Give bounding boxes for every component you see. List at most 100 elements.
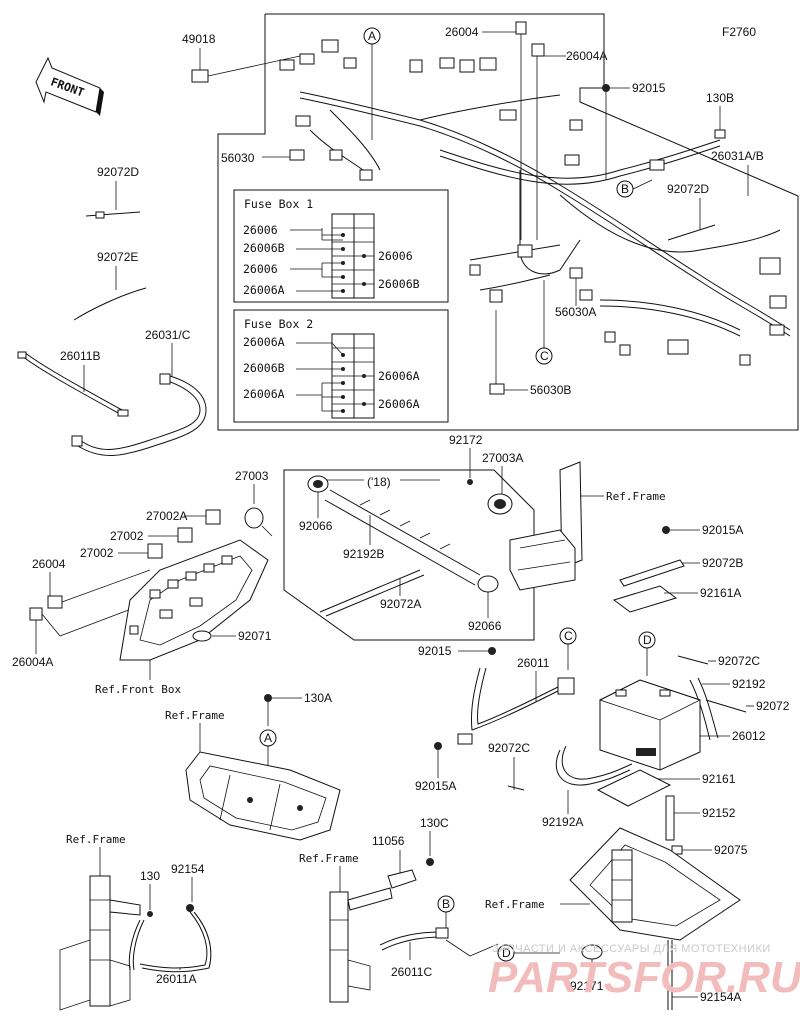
label-27003a: 27003A [482, 451, 523, 515]
label-26004-left: 26004 [32, 557, 151, 609]
svg-text:92071: 92071 [238, 629, 272, 643]
label-92172: 92172 [449, 433, 483, 485]
svg-text:26006B: 26006B [378, 277, 420, 291]
label-27002-1: 27002 [110, 527, 193, 543]
label-92154: 92154 [171, 862, 205, 912]
label-92152: 92152 [665, 795, 736, 841]
grommet-92066-2: 92066 [468, 575, 502, 633]
svg-text:Ref.Frame: Ref.Frame [165, 709, 225, 722]
label-11056: 11056 [372, 834, 417, 889]
svg-text:26011: 26011 [517, 656, 550, 670]
svg-text:92154: 92154 [171, 862, 205, 876]
label-26004-top: 26004 [445, 21, 527, 240]
svg-text:26006: 26006 [243, 223, 278, 237]
label-56030a: 56030A [555, 267, 596, 319]
fuse-box-2: Fuse Box 2 26006A 26006B 26006A 26006A 2… [233, 309, 449, 423]
fuse-box-1: Fuse Box 1 26006 26006B 26006 26006A 260… [233, 189, 449, 303]
svg-text:Ref.Frame: Ref.Frame [66, 833, 126, 846]
svg-text:26006B: 26006B [243, 241, 285, 255]
frame-center [185, 751, 341, 841]
svg-text:26006A: 26006A [378, 369, 420, 383]
label-27003: 27003 [235, 469, 273, 537]
svg-text:56030A: 56030A [555, 305, 596, 319]
svg-text:A: A [368, 29, 376, 43]
label-130c: 130C [420, 816, 449, 866]
svg-text:26011B: 26011B [60, 349, 100, 363]
label-26031c: 26031/C [71, 328, 207, 456]
svg-text:C: C [564, 629, 573, 643]
svg-text:Ref.Front Box: Ref.Front Box [95, 683, 181, 696]
svg-text:27002A: 27002A [146, 509, 187, 523]
svg-text:56030: 56030 [221, 151, 255, 165]
svg-text:92072B: 92072B [702, 556, 743, 570]
svg-text:26006A: 26006A [378, 397, 420, 411]
battery-26012: 26012 [598, 679, 766, 771]
svg-text:92152: 92152 [702, 806, 736, 820]
grommet-92066-1: 92066 [299, 475, 333, 533]
label-130a: 130A [264, 691, 332, 726]
label-26031ab: 26031A/B [711, 149, 764, 196]
label-92071: 92071 [192, 629, 272, 643]
svg-text:PARTSFOR.RU: PARTSFOR.RU [488, 953, 800, 1002]
svg-text:C: C [540, 349, 549, 363]
svg-text:130: 130 [140, 869, 160, 883]
svg-text:B: B [621, 182, 629, 196]
svg-text:26031A/B: 26031A/B [711, 149, 764, 163]
svg-text:Ref.Frame: Ref.Frame [299, 852, 359, 865]
svg-text:26011A: 26011A [156, 972, 196, 986]
svg-text:92171: 92171 [570, 979, 604, 993]
label-92015-mid: 92015 [418, 644, 496, 658]
svg-text:26006: 26006 [378, 249, 413, 263]
label-26011b: 26011B [17, 349, 129, 417]
front-direction-arrow: FRONT [35, 56, 104, 116]
callout-b-bottom: B [437, 895, 455, 930]
label-92161: 92161 [596, 769, 736, 807]
label-130b: 130B [706, 91, 734, 139]
svg-text:26031/C: 26031/C [145, 328, 191, 342]
label-27002a: 27002A [146, 509, 221, 525]
svg-text:92072D: 92072D [97, 165, 139, 179]
svg-text:A: A [264, 731, 272, 745]
svg-text:D: D [643, 633, 652, 647]
callout-b-top: B [616, 179, 653, 198]
svg-text:92192: 92192 [732, 677, 766, 691]
label-26004a-top: 26004A [531, 43, 607, 240]
callout-d-bottom: D [497, 944, 560, 962]
ref-front-box: Ref.Front Box [95, 660, 181, 696]
ref-frame-bottom-right: Ref.Frame [485, 898, 590, 911]
label-92161a: 92161A [612, 585, 741, 613]
svg-text:56030B: 56030B [530, 383, 571, 397]
svg-text:92192B: 92192B [343, 547, 384, 561]
label-92154a: 92154A [667, 940, 741, 1010]
ref-frame-bottom-center: Ref.Frame [299, 852, 359, 892]
svg-text:27003: 27003 [235, 469, 269, 483]
svg-text:Fuse Box 2: Fuse Box 2 [244, 317, 313, 331]
svg-text:26006: 26006 [243, 262, 278, 276]
svg-text:92161A: 92161A [700, 586, 741, 600]
label-27002-2: 27002 [80, 543, 163, 560]
label-49018: 49018 [182, 32, 301, 83]
svg-text:26006B: 26006B [243, 361, 285, 375]
label-56030-top: 56030 [221, 149, 305, 165]
callout-d-battery: D [638, 631, 656, 676]
svg-text:27002: 27002 [110, 529, 144, 543]
svg-text:92072C: 92072C [488, 741, 530, 755]
svg-text:Ref.Frame: Ref.Frame [485, 898, 545, 911]
label-92072c-mid: 92072C [488, 741, 530, 791]
svg-text:D: D [502, 946, 511, 960]
label-130: 130 [140, 869, 160, 917]
front-box-panel [119, 539, 269, 661]
svg-text:49018: 49018 [182, 32, 216, 46]
label-92072b: 92072B [619, 556, 743, 587]
label-92072d-right: 92072D [667, 182, 716, 241]
label-92015-top: 92015 [602, 81, 666, 180]
svg-text:ЗАПЧАСТИ И АКСЕССУАРЫ ДЛЯ МОТО: ЗАПЧАСТИ И АКСЕССУАРЫ ДЛЯ МОТОТЕХНИКИ [492, 943, 771, 955]
label-92015a-mid: 92015A [415, 742, 456, 793]
label-26011a: 26011A [128, 911, 212, 986]
frame-upper-right: Ref.Frame [509, 461, 666, 591]
year-2018-box [283, 469, 535, 641]
label-26011c: 26011C [379, 927, 499, 979]
svg-text:Fuse Box 1: Fuse Box 1 [244, 197, 313, 211]
label-92072e: 92072E [73, 250, 147, 321]
svg-text:92066: 92066 [468, 619, 502, 633]
